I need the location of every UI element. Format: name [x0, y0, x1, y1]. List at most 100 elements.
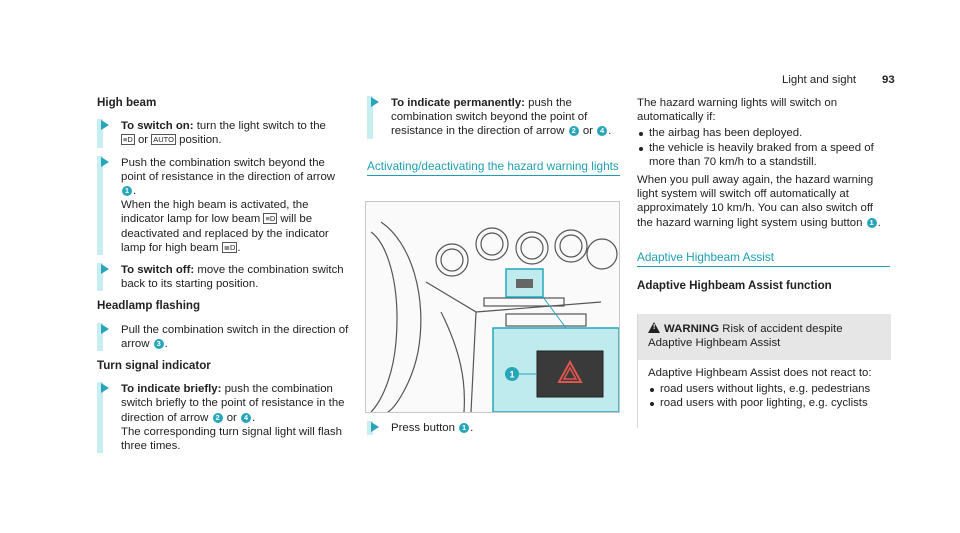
section-title: Light and sight — [782, 74, 857, 86]
hazard-triangle-inner-icon — [562, 366, 578, 380]
step-arrow-icon — [101, 323, 109, 334]
pull-away-text: When you pull away again, the hazard war… — [637, 173, 890, 230]
running-header: Light and sight 93 — [782, 73, 912, 89]
step-text: When the high beam is activated, the ind… — [121, 199, 309, 226]
step-push: Push the combination switch beyond the p… — [97, 155, 350, 256]
steering-wheel-inner-shape — [380, 221, 422, 412]
step-arrow-icon — [371, 97, 379, 107]
leader-line-shape — [542, 296, 567, 329]
warning-body-text: Adaptive Highbeam Assist does not react … — [648, 367, 872, 379]
console-edge-shape — [440, 311, 465, 412]
high-beam-symbol-icon: ≣D — [221, 241, 238, 253]
page-number: 93 — [882, 74, 895, 86]
callout-number: 2 — [212, 412, 223, 423]
body-text: When you pull away again, the hazard war… — [637, 174, 874, 229]
low-beam-symbol-icon: ≡D — [121, 134, 135, 146]
press-step-wrap: Press button 1. — [367, 421, 620, 443]
step-text: or — [223, 411, 241, 424]
callout-number: 4 — [597, 126, 608, 137]
warning-list: road users without lights, e.g. pedestri… — [648, 382, 881, 410]
steering-wheel-shape — [370, 231, 398, 412]
vent-4-shape — [554, 229, 588, 263]
column-3: The hazard warning lights will switch on… — [637, 96, 890, 303]
callout-number: 1 — [122, 186, 132, 197]
high-beam-heading: High beam — [97, 96, 157, 109]
step-label: To indicate permanently: — [391, 97, 525, 109]
warning-header: ! WARNING Risk of accident despite Adapti… — [638, 314, 891, 360]
callout-number: 2 — [568, 126, 579, 137]
step-text: The corresponding turn signal light will… — [121, 425, 342, 453]
callout-number: 1 — [866, 217, 877, 228]
step-arrow-icon — [101, 120, 109, 131]
vent-4-inner-shape — [559, 234, 583, 258]
console-top-shape — [475, 301, 602, 313]
step-text: push the combination switch briefly to t… — [121, 383, 345, 424]
dashboard-illustration: 1 — [370, 221, 619, 412]
step-indicate-permanently: To indicate permanently: push the combin… — [367, 96, 620, 139]
step-arrow-icon — [371, 422, 379, 432]
step-text: . — [133, 185, 137, 198]
vent-5-shape — [586, 238, 618, 270]
step-text: move the combination switch back to its … — [121, 264, 344, 291]
hazard-button-highlight-shape — [505, 268, 544, 298]
step-arrow-icon — [101, 264, 109, 275]
step-text: Push the combination switch beyond the p… — [121, 156, 336, 183]
step-label: To switch off: — [121, 264, 195, 277]
auto-hazard-intro: The hazard warning lights will switch on… — [637, 97, 838, 124]
vent-1-shape — [435, 243, 469, 277]
auto-hazard-list: the airbag has been deployed. the vehicl… — [637, 126, 890, 169]
column-1: High beam To switch on: turn the light s… — [97, 96, 350, 461]
turn-signal-heading: Turn signal indicator — [97, 359, 211, 373]
vent-2-inner-shape — [480, 232, 504, 256]
step-switch-on: To switch on: turn the light switch to t… — [97, 119, 350, 148]
step-text: or — [579, 125, 597, 138]
hazard-triangle-icon — [557, 359, 583, 383]
step-text: Pull the combination switch in the direc… — [121, 323, 349, 350]
vent-3-inner-shape — [520, 236, 544, 260]
vent-3-shape — [515, 231, 549, 265]
warning-label: WARNING — [664, 323, 720, 335]
step-text: or — [134, 134, 152, 147]
low-beam-symbol-icon: ≡D — [263, 213, 278, 225]
step-headlamp-flash: Pull the combination switch in the direc… — [97, 322, 350, 352]
warning-body: Adaptive Highbeam Assist does not react … — [638, 360, 891, 421]
list-item: the vehicle is heavily braked from a spe… — [637, 141, 890, 169]
figure-callout-shape — [505, 367, 519, 381]
step-label: To indicate briefly: — [121, 383, 222, 396]
step-text: will be deactivated and replaced by the … — [121, 213, 329, 254]
step-press-button: Press button 1. — [367, 421, 620, 436]
step-text: Press button — [391, 422, 455, 434]
console-left-shape — [425, 281, 477, 412]
step-label: To switch on: — [121, 120, 194, 133]
step-text: . — [252, 411, 256, 424]
callout-number: 3 — [153, 338, 164, 349]
step-text: . — [470, 422, 474, 434]
adaptive-function-heading: Adaptive Highbeam Assist function — [637, 279, 832, 293]
list-item: the airbag has been deployed. — [637, 126, 890, 140]
step-text: push the combination switch beyond the p… — [391, 97, 588, 138]
warning-text: Risk of accident despite Adaptive Highbe… — [648, 323, 843, 350]
warning-triangle-icon: ! — [648, 322, 660, 333]
auto-symbol-icon: AUTO — [151, 134, 176, 146]
hazard-button-large-shape — [536, 350, 604, 398]
step-indicate-briefly: To indicate briefly: push the combinatio… — [97, 382, 350, 454]
body-text: . — [877, 216, 881, 229]
vent-1-inner-shape — [440, 248, 464, 272]
list-item: road users with poor lighting, e.g. cycl… — [648, 396, 881, 410]
adaptive-heading: Adaptive Highbeam Assist — [637, 250, 890, 268]
button-strip-shape — [483, 297, 565, 307]
step-text: position. — [175, 134, 222, 147]
step-switch-off: To switch off: move the combination swit… — [97, 263, 350, 292]
callout-number: 4 — [241, 412, 252, 423]
warning-box: ! WARNING Risk of accident despite Adapti… — [637, 314, 891, 428]
step-text: . — [237, 241, 241, 254]
callout-number: 1 — [459, 423, 470, 433]
panel-shape — [505, 313, 587, 327]
hazard-button-small-shape — [516, 279, 533, 288]
vent-2-shape — [475, 227, 509, 261]
hazard-heading: Activating/deactivating the hazard warni… — [367, 159, 620, 177]
headlamp-flashing-heading: Headlamp flashing — [97, 299, 201, 313]
list-item: road users without lights, e.g. pedestri… — [648, 382, 881, 396]
step-arrow-icon — [101, 383, 109, 394]
step-text: turn the light switch to the — [193, 120, 326, 133]
